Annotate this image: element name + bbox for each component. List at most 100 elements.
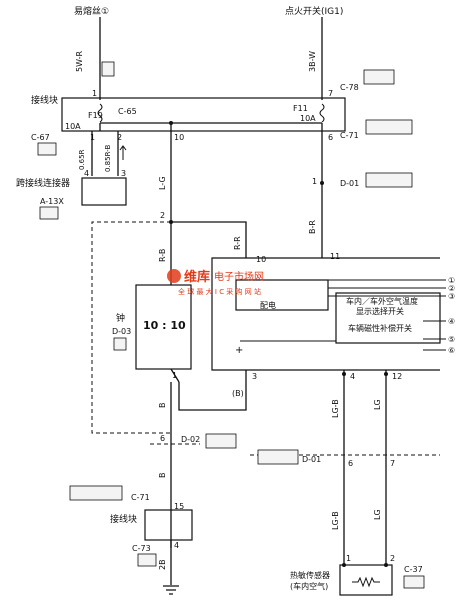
connector-icon-c71-left [69,485,123,501]
pin-10-left: 10 [174,133,184,142]
wire-label-lg-right: LG [373,399,382,410]
pin-6-left: 6 [160,434,165,443]
pin-4b: 4 [174,541,179,550]
wire-label-b-paren: (B) [232,389,244,398]
output-label-1: ① [448,276,455,285]
wire-label-lg: L-G [158,176,167,190]
wire-label-rr: R-R [233,236,242,250]
d03-label: D-03 [112,327,131,336]
junction-block-label-2: 接线块 [110,513,137,525]
wire-label-b1: B [158,403,167,409]
wire-label-5wr: 5W-R [75,50,84,72]
wire-label-br: B-R [308,220,317,234]
connector-icon-d01-lower [257,449,299,465]
jumper-connector-box [81,177,127,206]
fuse-f11-label: F11 [293,104,308,113]
c65-label: C-65 [118,107,137,116]
connector-icon-c78 [363,69,395,85]
wire-label-rb: R-B [158,249,167,262]
switch-box [335,292,441,344]
pin-1-right: 1 [312,177,317,186]
connector-icon-c71 [365,119,413,135]
pin-12-right: 12 [392,372,402,381]
pin-2b-right: 2 [390,554,395,563]
fuse-f19-symbol [97,103,103,123]
wire-label-2b: 2B [158,559,167,570]
fuse-f11-symbol [319,103,325,123]
wire-label-b2: B [158,473,167,479]
connector-icon-c67 [37,142,57,156]
wire-label-lgb: LG-B [331,399,340,418]
clock-switch-lever [170,368,180,383]
switch-temp-label-1: 车内／车外空气温度 [346,296,418,306]
fuse-f11-rating: 10A [300,114,316,123]
junction-dot-1 [169,121,173,125]
fuse-left-label: 易熔丝① [74,5,109,17]
pin-15: 15 [174,502,184,511]
c37-label: C-37 [404,565,423,574]
watermark-brand-sub: 电子市场网 [214,270,264,283]
clock-display: 10 : 10 [143,319,186,332]
fuse-f19-label: F19 [88,111,103,120]
pin-1-left: 1 [92,89,97,98]
connector-icon-d03 [113,337,127,351]
clock-housing-dash [91,221,171,434]
c71-label: C-71 [340,131,359,140]
plus-symbol: + [235,345,243,356]
pin-3-jumper: 3 [121,169,126,178]
pin-6-right: 6 [328,133,333,142]
fuse-right-label: 点火开关(IG1) [285,5,343,17]
ground-icon [163,585,179,595]
wire-label-065r: 0.65R [78,149,86,170]
thermistor-icon [352,576,380,588]
junction-block-bottom [144,509,193,541]
d01-lower-label: D-01 [302,455,321,464]
connector-icon-c73 [137,553,157,567]
sensor-label-1: 热敏传感器 [290,570,330,580]
c71-left-label: C-71 [131,493,150,502]
connector-icon-a13x [39,206,59,220]
pin-11-right: 11 [330,252,340,261]
fuse-f19-rating: 10A [65,122,81,131]
jumper-connector-label: 跨接线连接器 [16,177,70,189]
c67-label: C-67 [31,133,50,142]
output-label-6: ⑥ [448,346,455,355]
d02-label: D-02 [181,435,200,444]
pin-10-right: 10 [256,255,266,264]
output-label-4: ④ [448,317,455,326]
output-label-3: ③ [448,292,455,301]
pin-2-left: 2 [117,133,122,142]
c73-label: C-73 [132,544,151,553]
junction-dot-3 [320,181,324,185]
pin-4-jumper: 4 [84,169,89,178]
pin-3-right: 3 [252,372,257,381]
switch-comp-label: 车辆磁性补偿开关 [348,323,412,333]
sensor-box [339,564,393,596]
wire-b-paren-loop [178,370,247,411]
connector-icon-c37 [403,575,425,589]
clock-label: 钟 [116,312,125,324]
junction-block-top [61,97,346,132]
watermark-slogan: 全 球 最 大 I C 采 购 网 站 [178,287,261,296]
pin-6b-right: 6 [348,459,353,468]
output-label-2: ② [448,284,455,293]
output-label-5: ⑤ [448,335,455,344]
c78-label: C-78 [340,83,359,92]
wire-label-3bw: 3B-W [308,51,317,72]
watermark-logo-icon [167,269,181,283]
connector-icon-d02 [205,433,237,449]
wire-label-lg2: LG [373,509,382,520]
main-unit-outline [211,257,440,371]
pin-1b-right: 1 [346,554,351,563]
switch-temp-label-2: 显示选择开关 [356,306,404,316]
arrow-up-icon [119,145,127,160]
junction-block-label-1: 接线块 [31,94,58,106]
pin-7-right: 7 [328,89,333,98]
power-dist-label: 配电 [260,300,276,310]
clock-box [135,284,192,370]
connector-icon-d01 [365,172,413,188]
wire-rr [171,221,247,258]
pin-2b-left: 2 [160,211,165,220]
a13x-label: A-13X [40,197,64,206]
